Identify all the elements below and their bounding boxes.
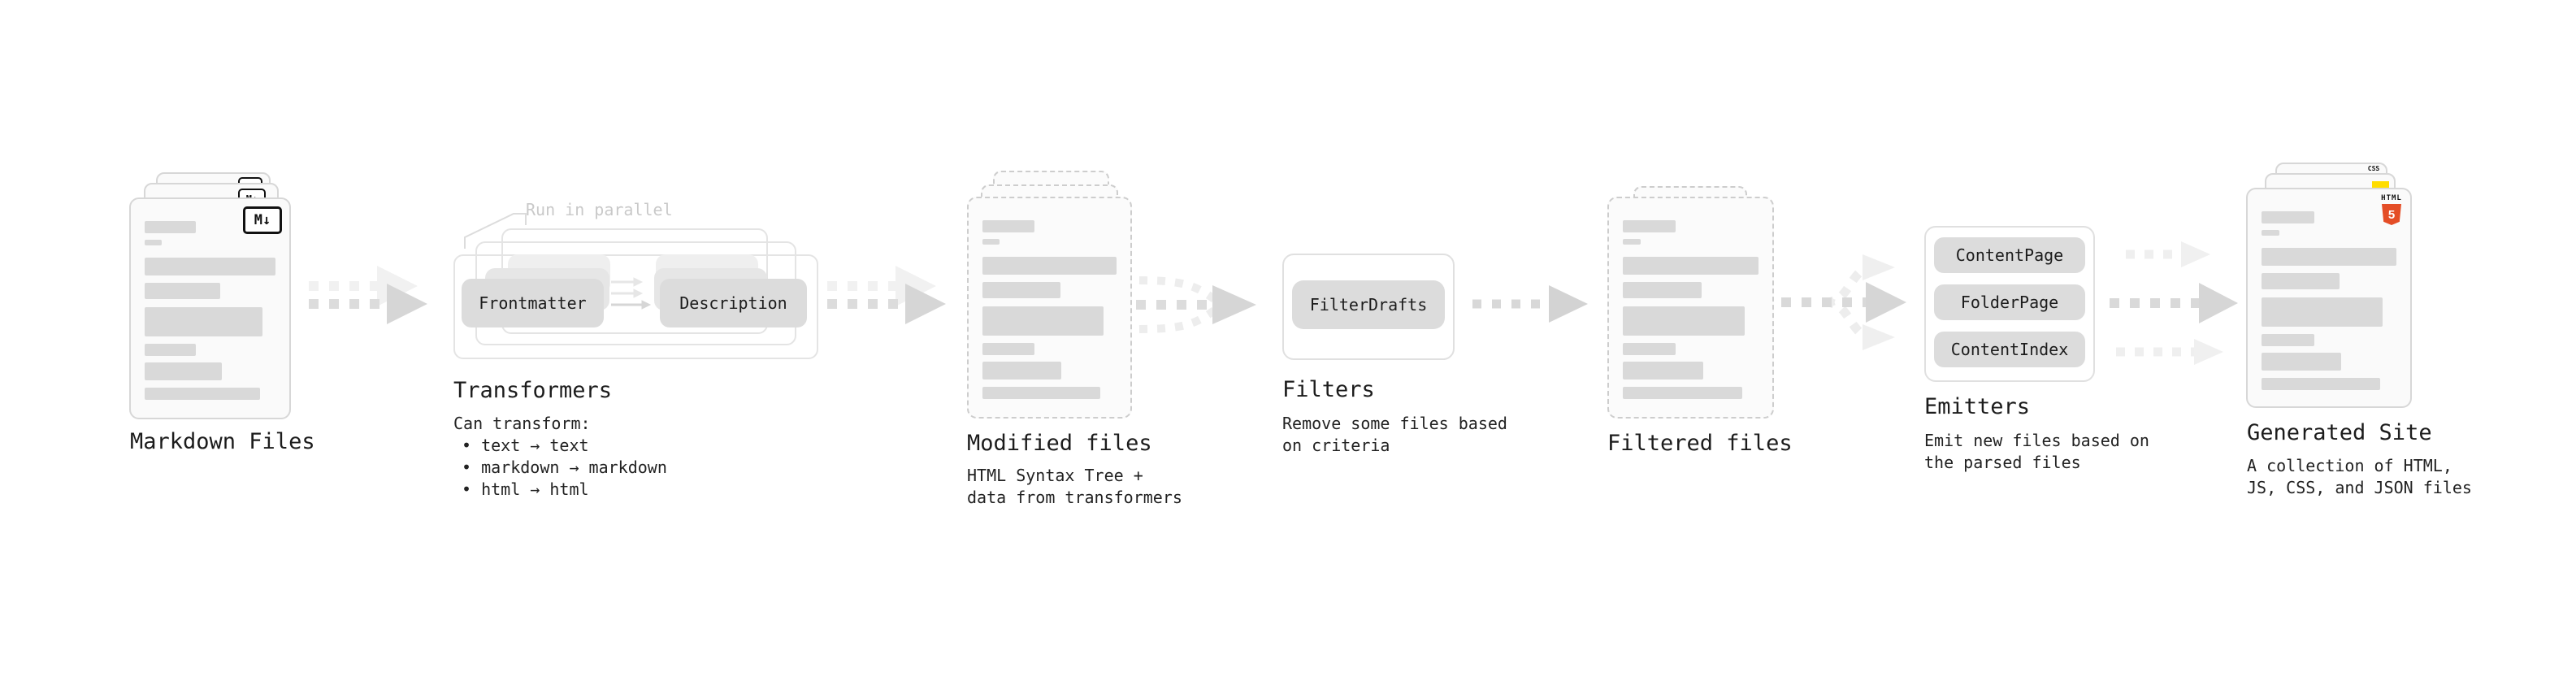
emitters-title: Emitters: [1924, 394, 2031, 419]
text-line-placeholder: [1623, 220, 1676, 232]
generated-site-subtitle: A collection of HTML, JS, CSS, and JSON …: [2247, 455, 2472, 499]
filtered-files-stack: Filtered files: [1607, 186, 1802, 479]
filter-drafts-box: FilterDrafts: [1292, 280, 1445, 329]
text-line-placeholder: [145, 307, 262, 336]
transformers-description: Can transform: • text → text • markdown …: [453, 413, 667, 501]
emitters-section: ContentPage FolderPage ContentIndex Emit…: [1924, 226, 2149, 486]
text-line-placeholder: [145, 283, 221, 299]
text-line-placeholder: [982, 306, 1104, 336]
document-content-placeholder: [1623, 220, 1759, 399]
css-icon-label: CSS: [2367, 165, 2380, 172]
modified-file-card-front: [967, 197, 1132, 419]
text-line-placeholder: [145, 344, 196, 356]
description-line: • html → html: [462, 479, 589, 499]
transformer-description-box: Description: [660, 279, 807, 327]
subtitle-line: JS, CSS, and JSON files: [2247, 478, 2472, 497]
filters-subtitle: Remove some files based on criteria: [1282, 413, 1507, 457]
text-line-placeholder: [1623, 239, 1641, 245]
text-line-placeholder: [982, 239, 1000, 245]
subtitle-line: the parsed files: [1924, 453, 2081, 472]
text-line-placeholder: [982, 362, 1062, 380]
flow-arrow-transformers-to-modified: [827, 266, 946, 324]
text-line-placeholder: [2262, 211, 2314, 223]
text-line-placeholder: [145, 258, 275, 275]
filtered-file-card-front: [1607, 197, 1774, 419]
text-line-placeholder: [1623, 257, 1759, 275]
subtitle-line: A collection of HTML,: [2247, 456, 2452, 475]
document-content-placeholder: [145, 221, 275, 400]
text-line-placeholder: [2262, 297, 2383, 327]
modified-files-stack: Modified files HTML Syntax Tree + data f…: [967, 171, 1182, 520]
text-line-placeholder: [982, 220, 1035, 232]
note-leader-line: [464, 213, 527, 249]
javascript-icon: [2372, 181, 2389, 190]
description-line: • text → text: [462, 436, 589, 455]
text-line-placeholder: [145, 362, 222, 380]
flow-arrow-markdown-to-transformers: [309, 266, 427, 324]
text-line-placeholder: [145, 240, 162, 245]
subtitle-line: Remove some files based: [1282, 414, 1507, 433]
description-line: • markdown → markdown: [462, 458, 667, 477]
emitter-content-page-box: ContentPage: [1934, 237, 2085, 273]
description-line: Can transform:: [453, 414, 591, 433]
text-line-placeholder: [2262, 273, 2340, 289]
html5-icon-label: HTML: [2381, 194, 2402, 202]
markdown-icon: M↓: [243, 206, 282, 234]
subtitle-line: HTML Syntax Tree +: [967, 466, 1143, 485]
markdown-files-stack: M↓ M↓ M↓ Markdown Files: [129, 172, 324, 514]
html5-icon-number: 5: [2387, 207, 2396, 222]
text-line-placeholder: [2262, 248, 2396, 266]
modified-files-title: Modified files: [967, 431, 1152, 456]
text-line-placeholder: [1623, 282, 1702, 298]
modified-files-subtitle: HTML Syntax Tree + data from transformer…: [967, 465, 1182, 509]
transformers-title: Transformers: [453, 378, 613, 403]
transformers-section: Run in parallel Frontmatter Description …: [453, 200, 827, 509]
text-line-placeholder: [2262, 334, 2314, 346]
text-line-placeholder: [1623, 387, 1742, 399]
subtitle-line: data from transformers: [967, 488, 1182, 507]
filters-title: Filters: [1282, 377, 1375, 402]
text-line-placeholder: [982, 343, 1035, 355]
subtitle-line: on criteria: [1282, 436, 1390, 455]
document-content-placeholder: [2262, 211, 2396, 390]
generated-site-title: Generated Site: [2247, 420, 2432, 445]
emitters-subtitle: Emit new files based on the parsed files: [1924, 430, 2149, 474]
text-line-placeholder: [1623, 343, 1676, 355]
text-line-placeholder: [982, 387, 1101, 399]
markdown-files-title: Markdown Files: [130, 429, 315, 454]
text-line-placeholder: [2262, 378, 2381, 390]
markdown-file-card-front: M↓: [129, 197, 291, 419]
emitter-content-index-box: ContentIndex: [1934, 332, 2085, 367]
text-line-placeholder: [145, 221, 196, 233]
html5-icon-shield: 5: [2382, 204, 2401, 225]
subtitle-line: Emit new files based on: [1924, 431, 2149, 450]
emitter-folder-page-box: FolderPage: [1934, 284, 2085, 320]
generated-site-stack: CSS HTML 5 Generated Site A collection o…: [2246, 162, 2472, 519]
filters-section: FilterDrafts Filters Remove some files b…: [1282, 254, 1507, 481]
parallel-frame-front: [453, 254, 818, 359]
text-line-placeholder: [2262, 353, 2341, 371]
transformer-frontmatter-box: Frontmatter: [462, 279, 604, 327]
text-line-placeholder: [982, 257, 1117, 275]
html-file-card: HTML 5: [2246, 188, 2412, 408]
flow-arrow-modified-to-filters: [1136, 276, 1256, 333]
html5-icon: HTML 5: [2379, 195, 2404, 225]
text-line-placeholder: [1623, 362, 1703, 380]
text-line-placeholder: [982, 282, 1060, 298]
flow-arrow-emitters-to-site: [2110, 241, 2238, 365]
text-line-placeholder: [2262, 230, 2279, 236]
flow-arrow-filtered-to-emitters: [1781, 254, 1906, 350]
text-line-placeholder: [1623, 306, 1746, 336]
parallel-arrows: [611, 277, 652, 310]
flow-arrow-filters-to-filtered: [1472, 285, 1588, 323]
document-content-placeholder: [982, 220, 1117, 399]
run-in-parallel-note: Run in parallel: [526, 200, 673, 219]
filtered-files-title: Filtered files: [1607, 431, 1793, 456]
text-line-placeholder: [145, 388, 260, 400]
